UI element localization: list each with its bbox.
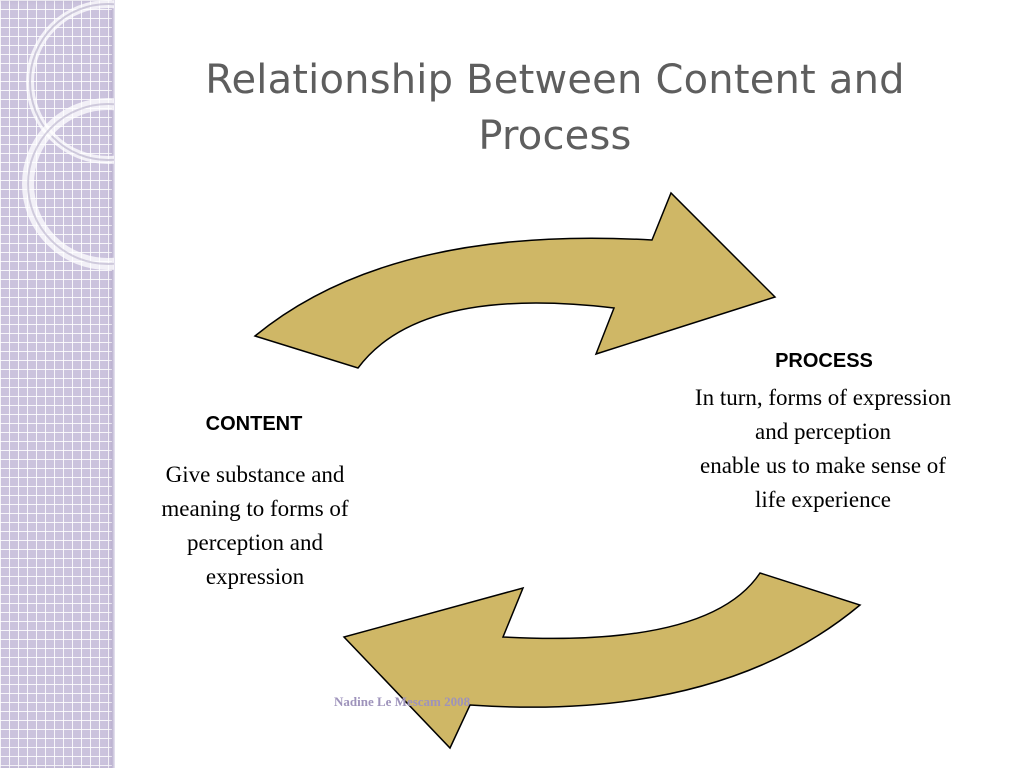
process-line: enable us to make sense of (700, 453, 946, 478)
process-description: In turn, forms of expression and percept… (650, 381, 996, 517)
content-line: Give substance and (165, 462, 345, 487)
process-line: life experience (755, 487, 891, 512)
process-heading: PROCESS (775, 350, 873, 372)
content-line: perception and (186, 530, 324, 555)
top-arrow (253, 191, 777, 369)
footer-credit: Nadine Le Mescam 2008 (334, 694, 471, 709)
sidebar-edge (112, 0, 115, 768)
content-heading: CONTENT (205, 413, 303, 435)
content-line: expression (205, 564, 305, 589)
bottom-arrow (342, 572, 862, 750)
slide-title: Relationship Between Content and Process (205, 57, 905, 159)
content-description: Give substance and meaning to forms of p… (120, 458, 390, 594)
decorative-rings (22, 0, 114, 270)
content-line: meaning to forms of (161, 496, 349, 521)
process-line: In turn, forms of expression (694, 385, 952, 410)
process-line: and perception (754, 419, 892, 444)
